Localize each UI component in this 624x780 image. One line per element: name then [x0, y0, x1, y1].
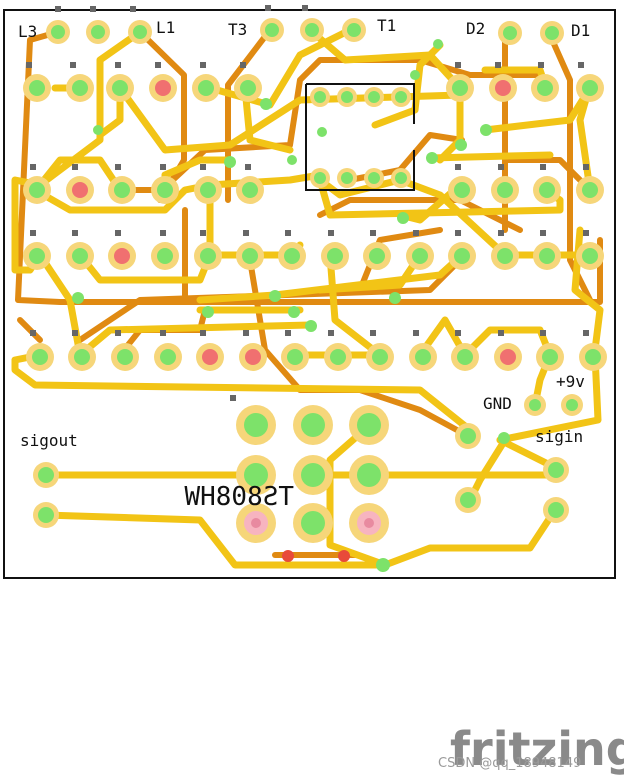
label-gnd: GND	[483, 394, 512, 413]
fritzing-logo: fritzing	[450, 722, 624, 776]
label-t3: T3	[228, 20, 247, 39]
label-l3: L3	[18, 22, 37, 41]
silkscreen-outline	[305, 83, 415, 191]
top-traces	[11, 26, 604, 569]
label-vplus: +9v	[556, 372, 585, 391]
label-t1: T1	[377, 16, 396, 35]
label-d1: D1	[571, 21, 590, 40]
label-l1: L1	[156, 18, 175, 37]
credit-text: CSDN @qq_18948149	[438, 756, 581, 771]
label-sigin: sigin	[535, 427, 583, 446]
vias	[72, 39, 510, 572]
label-d2: D2	[466, 19, 485, 38]
part-name-mirrored: TS808HW	[184, 482, 294, 512]
pin-markers	[26, 5, 589, 401]
label-sigout: sigout	[20, 431, 78, 450]
pads	[23, 18, 607, 543]
